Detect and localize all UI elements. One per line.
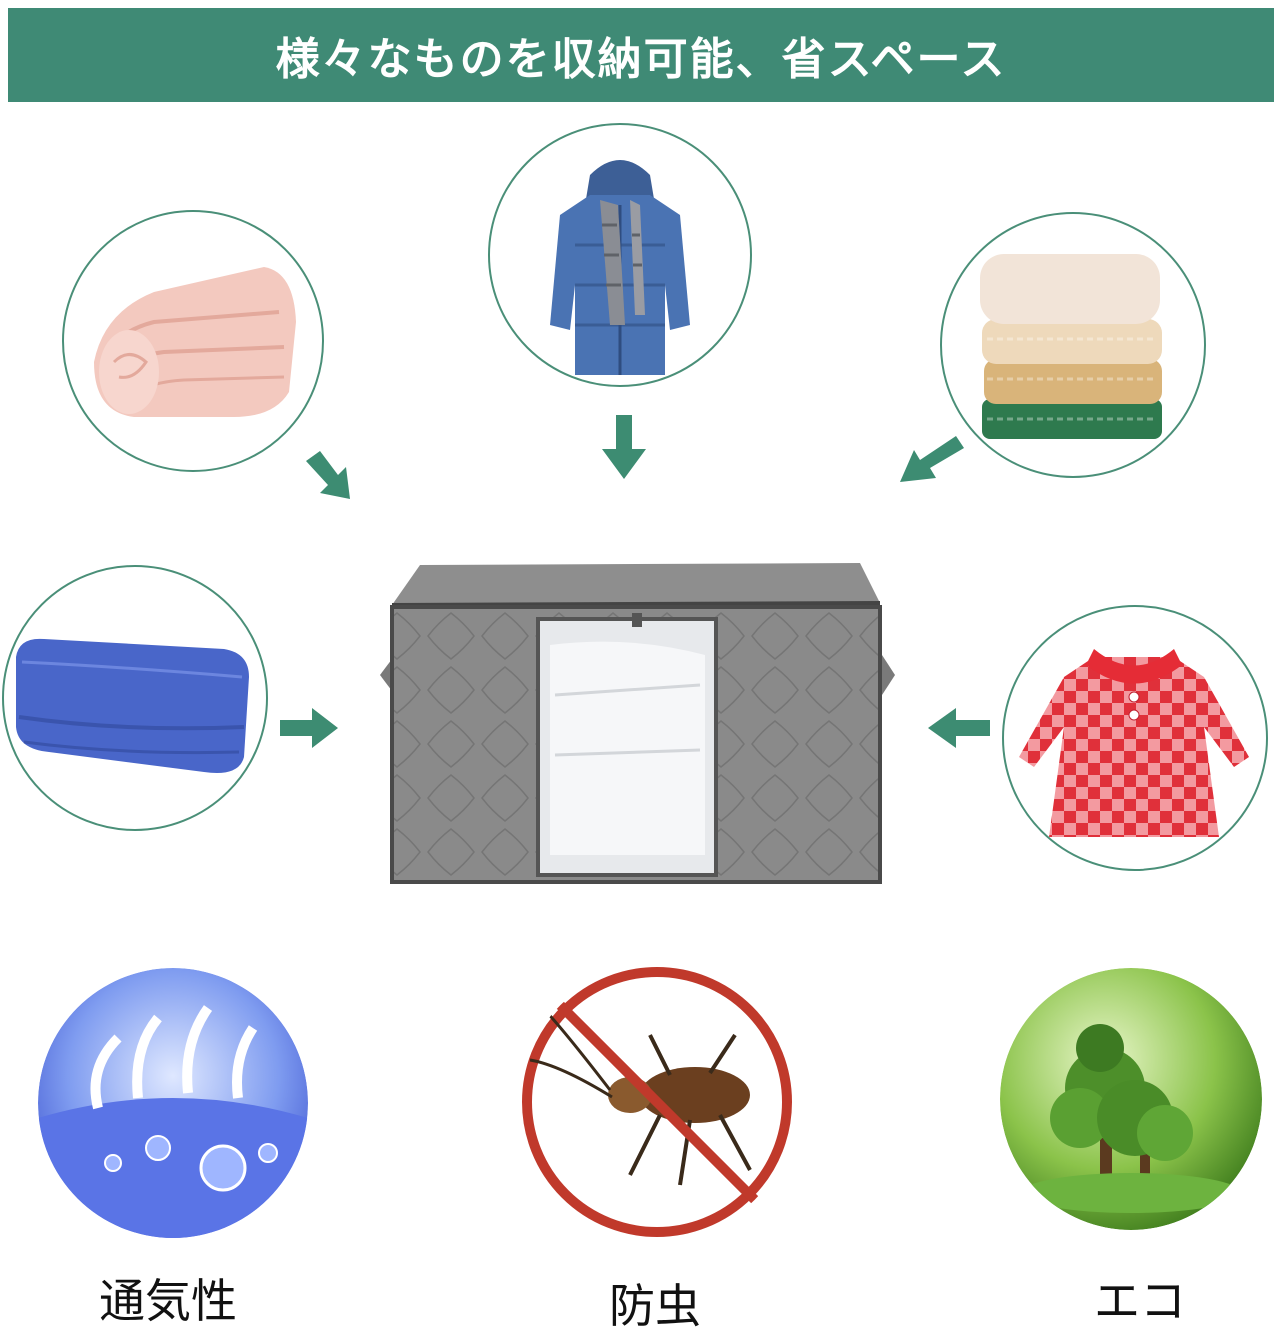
page-title: 様々なものを収納可能、省スペース: [275, 34, 1007, 85]
feature-label-eco: エコ: [1094, 1274, 1186, 1328]
folded-quilt-image: [94, 267, 296, 417]
insect-proof-feature: [520, 965, 795, 1240]
arrow-icon: [280, 708, 338, 748]
breathable-icon: [38, 968, 308, 1238]
sweaters-circle: [940, 212, 1206, 478]
jacket-circle: [488, 123, 752, 387]
breathable-feature: [38, 968, 308, 1238]
eco-feature: [1000, 968, 1262, 1230]
blanket-circle: [2, 565, 268, 831]
storage-bag-image: [370, 555, 905, 890]
dress-circle: [1002, 605, 1268, 871]
arrow-icon: [928, 708, 990, 748]
checked-dress-image: [1019, 649, 1249, 837]
down-jacket-image: [550, 160, 690, 375]
eco-tree-icon: [1000, 968, 1262, 1230]
folded-blanket-image: [16, 638, 249, 773]
header-banner: 様々なものを収納可能、省スペース: [8, 8, 1274, 102]
stacked-sweaters-image: [980, 254, 1162, 439]
quilt-circle: [62, 210, 324, 472]
feature-label-breathable: 通気性: [99, 1274, 237, 1328]
insect-proof-icon: [522, 967, 792, 1237]
feature-label-insect-proof: 防虫: [609, 1279, 701, 1333]
arrow-icon: [602, 415, 646, 479]
arrow-icon: [900, 436, 964, 482]
arrow-icon: [306, 451, 350, 499]
